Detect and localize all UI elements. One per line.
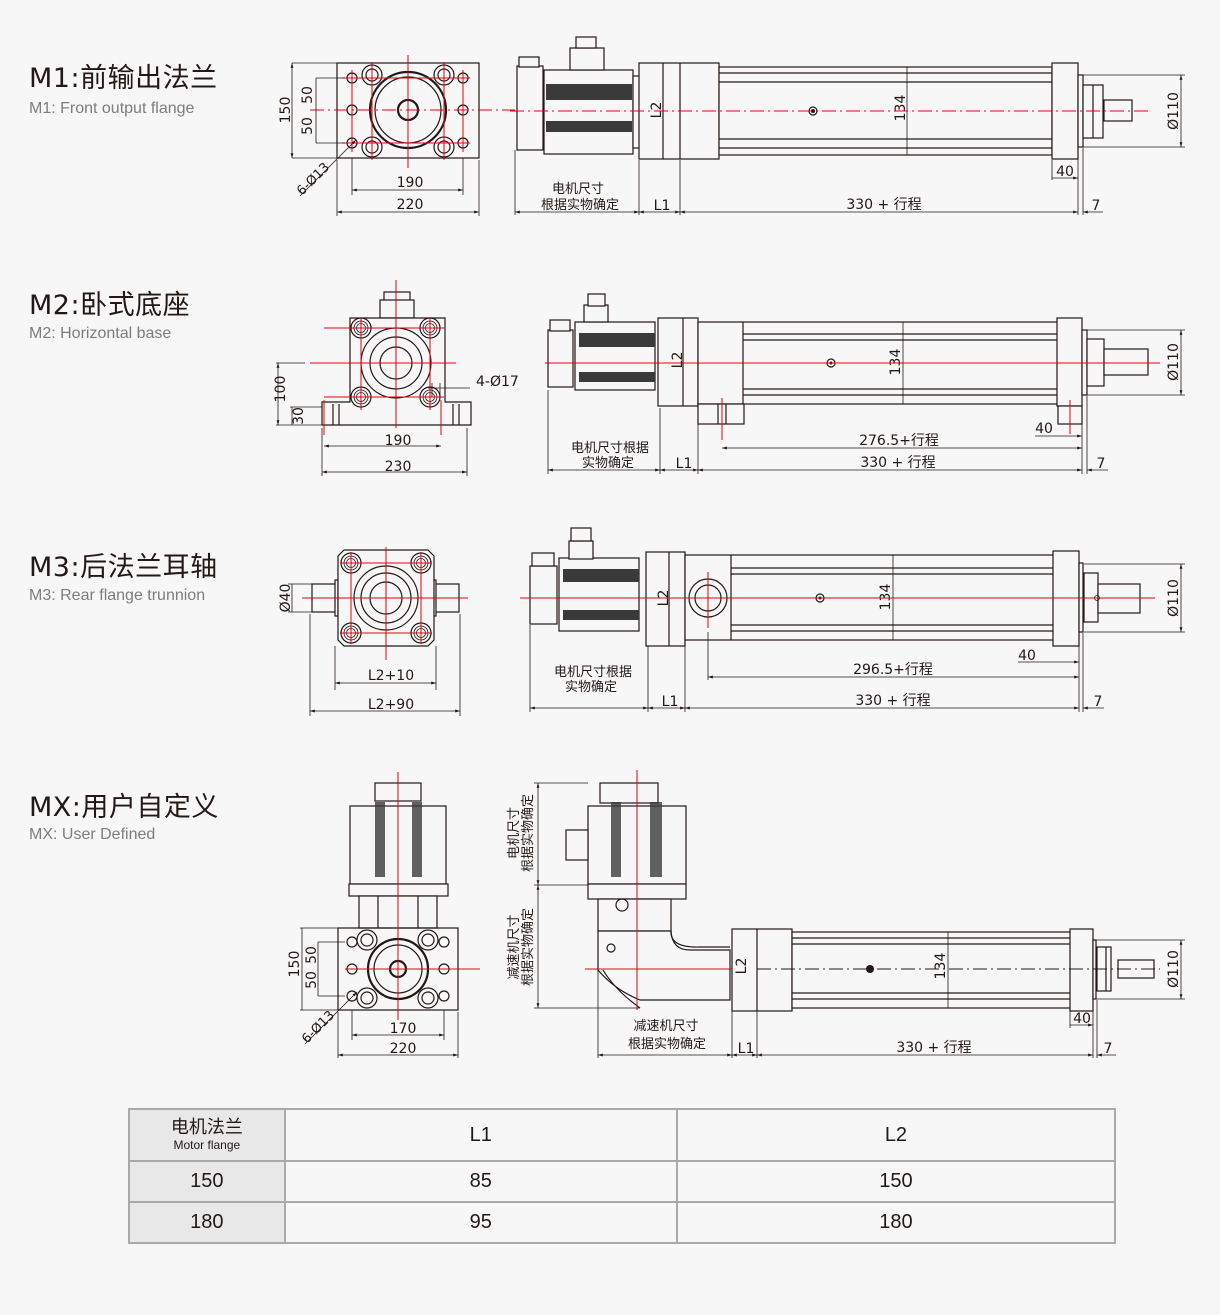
m2-label-7: 7 xyxy=(1097,456,1106,472)
m1-dim-150: 150 xyxy=(278,97,294,124)
mx-reducer-note-v2: 根据实物确定 xyxy=(521,908,536,986)
m2-label-40: 40 xyxy=(1035,421,1053,437)
section-title-m2: M2:卧式底座 xyxy=(29,290,191,321)
section-subtitle-mx: MX: User Defined xyxy=(29,826,156,843)
m2-dim-230: 230 xyxy=(385,459,412,475)
mx-label-330: 330 + 行程 xyxy=(896,1040,971,1056)
m1-label-d110: Ø110 xyxy=(1166,92,1182,130)
m3-label-7: 7 xyxy=(1094,694,1103,710)
technical-drawings: 150 50 50 6-Ø13 190 220 L2 134 xyxy=(273,36,1185,1058)
mx-dim-150: 150 xyxy=(287,951,303,978)
cell-l1: 85 xyxy=(283,1160,678,1203)
m3-side-view: L2 134 Ø110 40 296.5+行程 电机尺寸根据 xyxy=(520,527,1185,712)
m1-dim-190: 190 xyxy=(397,175,424,191)
m1-dim-220: 220 xyxy=(397,197,424,213)
m2-label-134: 134 xyxy=(888,349,904,376)
mx-reducer-note-2: 根据实物确定 xyxy=(628,1037,706,1052)
cell-l1: 95 xyxy=(283,1201,678,1244)
m3-front-view: Ø40 L2+10 L2+90 xyxy=(278,547,468,716)
m1-dim-50a: 50 xyxy=(300,86,316,104)
m2-dim-190: 190 xyxy=(385,433,412,449)
m2-label-l1: L1 xyxy=(676,456,693,472)
m1-front-view: 150 50 50 6-Ø13 190 220 xyxy=(278,55,515,216)
m3-motor-note-1: 电机尺寸根据 xyxy=(554,665,632,680)
mx-dim-holes: 6-Ø13 xyxy=(299,1008,338,1047)
mx-motor-note-v2: 根据实物确定 xyxy=(521,794,536,872)
m3-motor-note-2: 实物确定 xyxy=(565,680,617,695)
cell-l2: 150 xyxy=(675,1160,1117,1203)
m1-label-7: 7 xyxy=(1092,198,1101,214)
m3-label-40: 40 xyxy=(1018,648,1036,664)
m1-dim-holes: 6-Ø13 xyxy=(294,160,333,199)
m2-front-view: 100 30 4-Ø17 190 230 xyxy=(273,280,519,476)
m3-label-296: 296.5+行程 xyxy=(853,662,933,678)
m1-dim-50b: 50 xyxy=(300,117,316,135)
m1-motor-note-1: 电机尺寸 xyxy=(552,182,604,197)
m2-label-d110: Ø110 xyxy=(1166,343,1182,381)
mx-side-view: L2 134 Ø110 40 电机尺寸 根据实物确定 减速机尺寸 根据实物确定 xyxy=(507,770,1185,1058)
mx-dim-170: 170 xyxy=(390,1021,417,1037)
mx-reducer-note-v1: 减速机尺寸 xyxy=(507,914,522,979)
header-l1: L1 xyxy=(283,1108,678,1162)
m3-dim-d40: Ø40 xyxy=(278,584,294,613)
m2-label-l2: L2 xyxy=(670,352,686,369)
cell-l2: 180 xyxy=(675,1201,1117,1244)
m2-label-276: 276.5+行程 xyxy=(859,433,939,449)
m1-label-330: 330 + 行程 xyxy=(846,197,921,213)
m2-motor-note-1: 电机尺寸根据 xyxy=(571,441,649,456)
mx-dim-50b: 50 xyxy=(304,971,320,989)
m1-motor-note-2: 根据实物确定 xyxy=(541,198,619,213)
m3-label-l1: L1 xyxy=(662,694,679,710)
table-header-row: 电机法兰 Motor flange L1 L2 xyxy=(128,1108,1117,1162)
m1-label-l2: L2 xyxy=(649,102,665,119)
section-subtitle-m3: M3: Rear flange trunnion xyxy=(29,587,206,604)
mx-reducer-note-1: 减速机尺寸 xyxy=(633,1019,698,1034)
mx-label-l1: L1 xyxy=(738,1041,755,1057)
m2-label-330: 330 + 行程 xyxy=(860,455,935,471)
m2-motor-note-2: 实物确定 xyxy=(582,456,634,471)
table-row: 180 95 180 xyxy=(128,1201,1117,1244)
section-title-m1: M1:前输出法兰 xyxy=(29,63,218,94)
m3-label-330: 330 + 行程 xyxy=(855,693,930,709)
m2-dim-30: 30 xyxy=(291,407,307,425)
mx-label-40: 40 xyxy=(1073,1011,1091,1027)
mx-label-d110: Ø110 xyxy=(1166,950,1182,988)
cell-flange: 150 xyxy=(128,1160,286,1203)
m1-label-40: 40 xyxy=(1056,164,1074,180)
m1-side-view: L2 134 Ø110 40 电机尺寸 根据实物确定 L1 xyxy=(510,36,1185,215)
mx-front-view: 150 50 50 6-Ø13 170 220 xyxy=(287,772,480,1058)
m2-dim-100: 100 xyxy=(273,376,289,403)
mx-motor-note-v1: 电机尺寸 xyxy=(507,807,522,859)
motor-flange-table: 电机法兰 Motor flange L1 L2 150 85 150 180 9… xyxy=(128,1108,1117,1244)
mx-label-134: 134 xyxy=(933,953,949,980)
m2-side-view: L2 134 Ø110 40 276.5+行程 电机尺寸根据 xyxy=(545,293,1185,474)
m1-label-l1: L1 xyxy=(654,198,671,214)
section-subtitle-m2: M2: Horizontal base xyxy=(29,325,172,342)
m3-label-d110: Ø110 xyxy=(1166,579,1182,617)
section-title-mx: MX:用户自定义 xyxy=(29,792,219,823)
section-title-m3: M3:后法兰耳轴 xyxy=(29,552,218,583)
section-subtitle-m1: M1: Front output flange xyxy=(29,100,195,117)
m3-dim-l2-10: L2+10 xyxy=(368,668,414,684)
m3-label-134: 134 xyxy=(878,584,894,611)
m2-dim-holes: 4-Ø17 xyxy=(476,374,519,390)
m1-label-134: 134 xyxy=(893,95,909,122)
mx-dim-220: 220 xyxy=(390,1041,417,1057)
header-flange-cn: 电机法兰 xyxy=(170,1117,243,1138)
header-motor-flange: 电机法兰 Motor flange xyxy=(128,1108,286,1162)
header-flange-en: Motor flange xyxy=(173,1138,241,1152)
m3-dim-l2-90: L2+90 xyxy=(368,697,414,713)
mx-label-l2: L2 xyxy=(734,958,750,975)
header-l2: L2 xyxy=(675,1108,1117,1162)
mx-label-7: 7 xyxy=(1104,1041,1113,1057)
mx-dim-50a: 50 xyxy=(304,946,320,964)
cell-flange: 180 xyxy=(128,1201,286,1244)
table-row: 150 85 150 xyxy=(128,1160,1117,1203)
